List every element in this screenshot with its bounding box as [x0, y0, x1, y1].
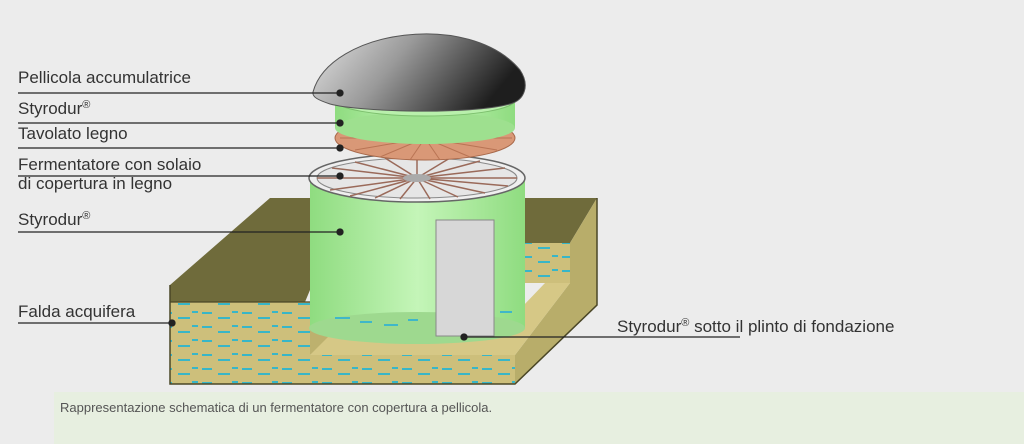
- soil-front-bottom: [310, 355, 515, 384]
- label-styrodur-base: Styrodur® sotto il plinto di fondazione: [617, 317, 895, 336]
- label-styrodur-top: Styrodur®: [18, 99, 91, 118]
- grass-right: [525, 198, 597, 243]
- label-fermentatore-line1: Fermentatore con solaio: [18, 155, 202, 174]
- label-styrodur-wall: Styrodur®: [18, 210, 91, 229]
- label-fermentatore-line2: di copertura in legno: [18, 174, 173, 193]
- leader-lines: [18, 89, 740, 341]
- fermenter-diagram: [18, 33, 740, 385]
- cylinder-water: [335, 311, 512, 326]
- caption-box: Rappresentazione schematica di un fermen…: [54, 392, 1024, 444]
- film-dome: [312, 33, 526, 112]
- label-tavolato: Tavolato legno: [18, 124, 128, 143]
- caption-text: Rappresentazione schematica di un fermen…: [60, 400, 493, 415]
- fermenter-cylinder: [308, 153, 526, 344]
- cylinder-cutaway: [435, 219, 495, 337]
- grass-left: [170, 198, 335, 302]
- label-fermentatore: Fermentatore con solaio di copertura in …: [18, 155, 201, 193]
- label-falda: Falda acquifera: [18, 302, 136, 321]
- label-pellicola: Pellicola accumulatrice: [18, 68, 191, 87]
- pit-wall-right: [525, 243, 570, 283]
- wood-deck-spokes: [317, 157, 517, 200]
- caption-bar: Rappresentazione schematica di un fermen…: [0, 392, 1024, 444]
- soil-front-left: [170, 302, 310, 384]
